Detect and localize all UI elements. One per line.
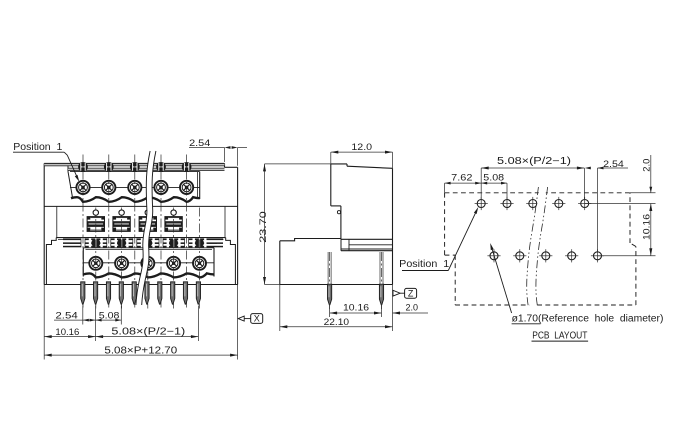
svg-text:2.54: 2.54 — [55, 309, 77, 320]
svg-text:5.08×P+12.70: 5.08×P+12.70 — [104, 346, 177, 357]
svg-text:Position 1: Position 1 — [399, 259, 449, 270]
svg-text:5.08×(P/2−1): 5.08×(P/2−1) — [111, 326, 185, 337]
svg-text:2.0: 2.0 — [641, 159, 652, 172]
svg-text:2.54: 2.54 — [603, 158, 624, 169]
svg-text:PCB LAYOUT: PCB LAYOUT — [532, 331, 587, 342]
svg-text:X: X — [254, 314, 260, 324]
svg-text:ø1.70(Reference hole diamete: ø1.70(Reference hole diameter) — [512, 313, 664, 324]
svg-text:10.16: 10.16 — [641, 214, 652, 240]
svg-text:23.70: 23.70 — [257, 211, 268, 243]
svg-text:10.16: 10.16 — [55, 326, 79, 337]
svg-text:12.0: 12.0 — [351, 141, 372, 152]
svg-text:Z: Z — [408, 288, 414, 298]
svg-text:22.10: 22.10 — [324, 316, 349, 327]
svg-text:2.0: 2.0 — [406, 302, 419, 313]
svg-text:5.08: 5.08 — [483, 172, 504, 183]
svg-text:10.16: 10.16 — [343, 302, 369, 313]
svg-text:5.08: 5.08 — [99, 309, 120, 320]
svg-text:7.62: 7.62 — [451, 172, 472, 183]
svg-text:Position 1: Position 1 — [13, 142, 62, 153]
svg-text:5.08×(P/2−1): 5.08×(P/2−1) — [497, 156, 571, 167]
svg-text:2.54: 2.54 — [189, 137, 210, 148]
